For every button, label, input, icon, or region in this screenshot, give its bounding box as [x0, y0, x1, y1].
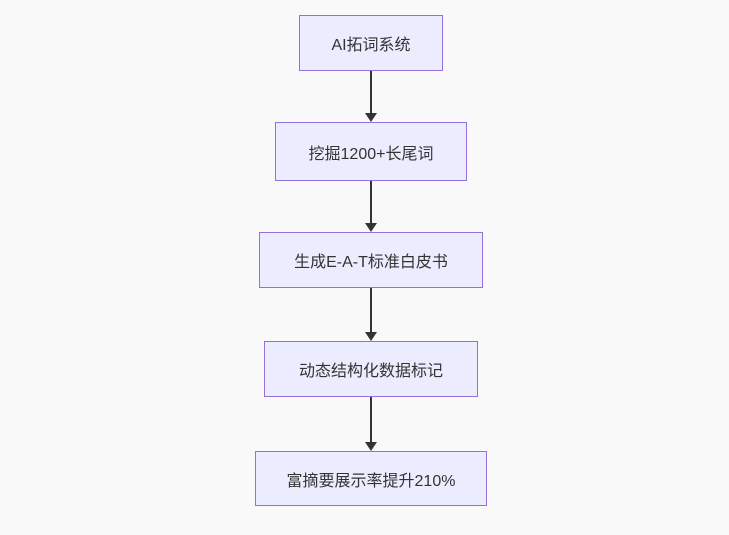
- arrow-head-icon: [365, 113, 377, 122]
- arrow-head-icon: [365, 332, 377, 341]
- node-label-structured-data: 动态结构化数据标记: [298, 363, 443, 380]
- flow-arrow-2: [365, 181, 377, 232]
- flow-arrow-1: [365, 71, 377, 122]
- arrow-line: [370, 181, 372, 224]
- arrow-line: [370, 71, 372, 114]
- flow-node-eat-whitepaper: 生成E-A-T标准白皮书: [259, 232, 483, 288]
- node-label-rich-snippet-result: 富摘要展示率提升210%: [286, 472, 456, 490]
- flow-node-structured-data: 动态结构化数据标记: [264, 341, 478, 397]
- flow-arrow-3: [365, 288, 377, 341]
- arrow-head-icon: [365, 442, 377, 451]
- flow-arrow-4: [365, 397, 377, 451]
- node-label-ai-keyword-system: AI拓词系统: [331, 37, 411, 54]
- arrow-line: [370, 397, 372, 443]
- flow-node-rich-snippet-result: 富摘要展示率提升210%: [255, 451, 487, 506]
- arrow-head-icon: [365, 223, 377, 232]
- node-label-eat-whitepaper: 生成E-A-T标准白皮书: [294, 254, 448, 271]
- flowchart: AI拓词系统 挖掘1200+长尾词 生成E-A-T标准白皮书 动态结构化数据标记: [255, 15, 487, 506]
- flow-node-ai-keyword-system: AI拓词系统: [299, 15, 443, 71]
- flow-node-longtail-mining: 挖掘1200+长尾词: [275, 122, 467, 181]
- arrow-line: [370, 288, 372, 333]
- node-label-longtail-mining: 挖掘1200+长尾词: [308, 145, 434, 163]
